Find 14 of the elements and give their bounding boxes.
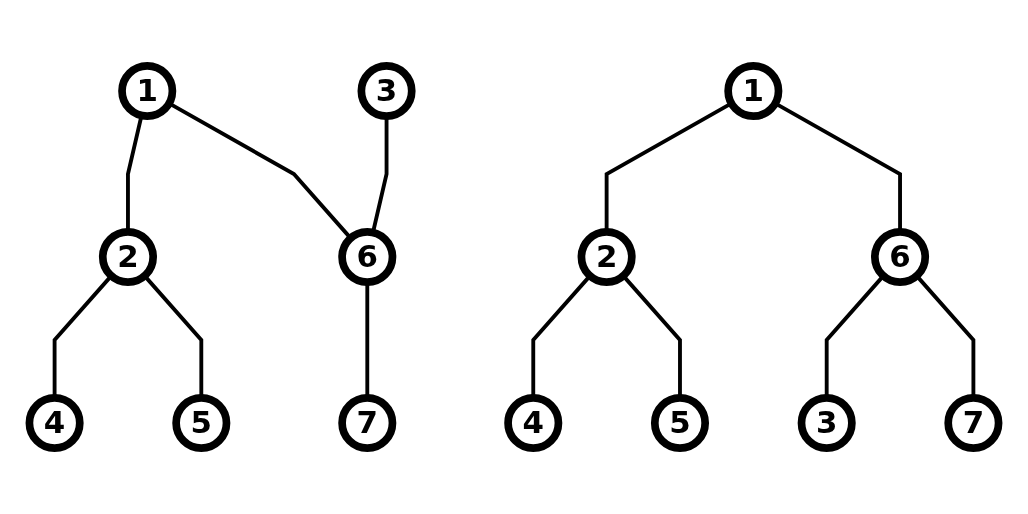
node-circle: 5 [650,393,709,452]
node-circle: 7 [944,393,1003,452]
node-circle: 3 [357,62,416,121]
node-circle: 1 [118,62,177,121]
node-circle: 2 [577,227,636,287]
node-circle: 1 [724,62,783,121]
node-circle: 7 [338,393,397,452]
node-circle: 6 [871,227,930,287]
node-circle: 5 [172,393,231,452]
node-circle: 3 [797,393,856,452]
node-circle: 2 [98,227,157,287]
node-circle: 6 [338,227,397,287]
node-circle: 4 [25,393,84,452]
node-circle: 4 [504,393,563,452]
